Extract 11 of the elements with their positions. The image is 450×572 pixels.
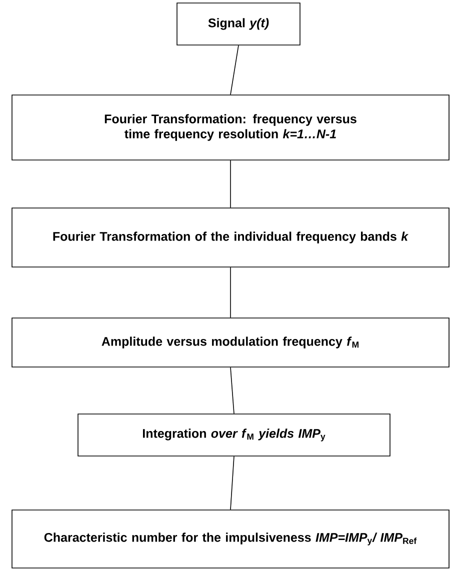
process-box: Characteristic number for the impulsiveness IMP=IMP$_{y}$/ IMP$_{Ref}$ (12, 510, 450, 568)
process-box: Signal y(t) (176, 2, 300, 46)
connector-line (230, 160, 231, 208)
connector-line (230, 267, 231, 318)
connector-line (230, 456, 234, 510)
process-box: Fourier Transformation of the individual frequency bands k (12, 208, 450, 268)
process-box: Integration over f$_{M}$ yields IMP$_{y}$ (78, 414, 390, 456)
connector-line (230, 367, 234, 414)
process-box: Amplitude versus modulation frequency f$_{M}$ (12, 318, 450, 368)
connector-line (230, 45, 239, 95)
process-box: Fourier Transformation: frequency versus time frequency resolution k=1…N-1 (12, 94, 450, 160)
